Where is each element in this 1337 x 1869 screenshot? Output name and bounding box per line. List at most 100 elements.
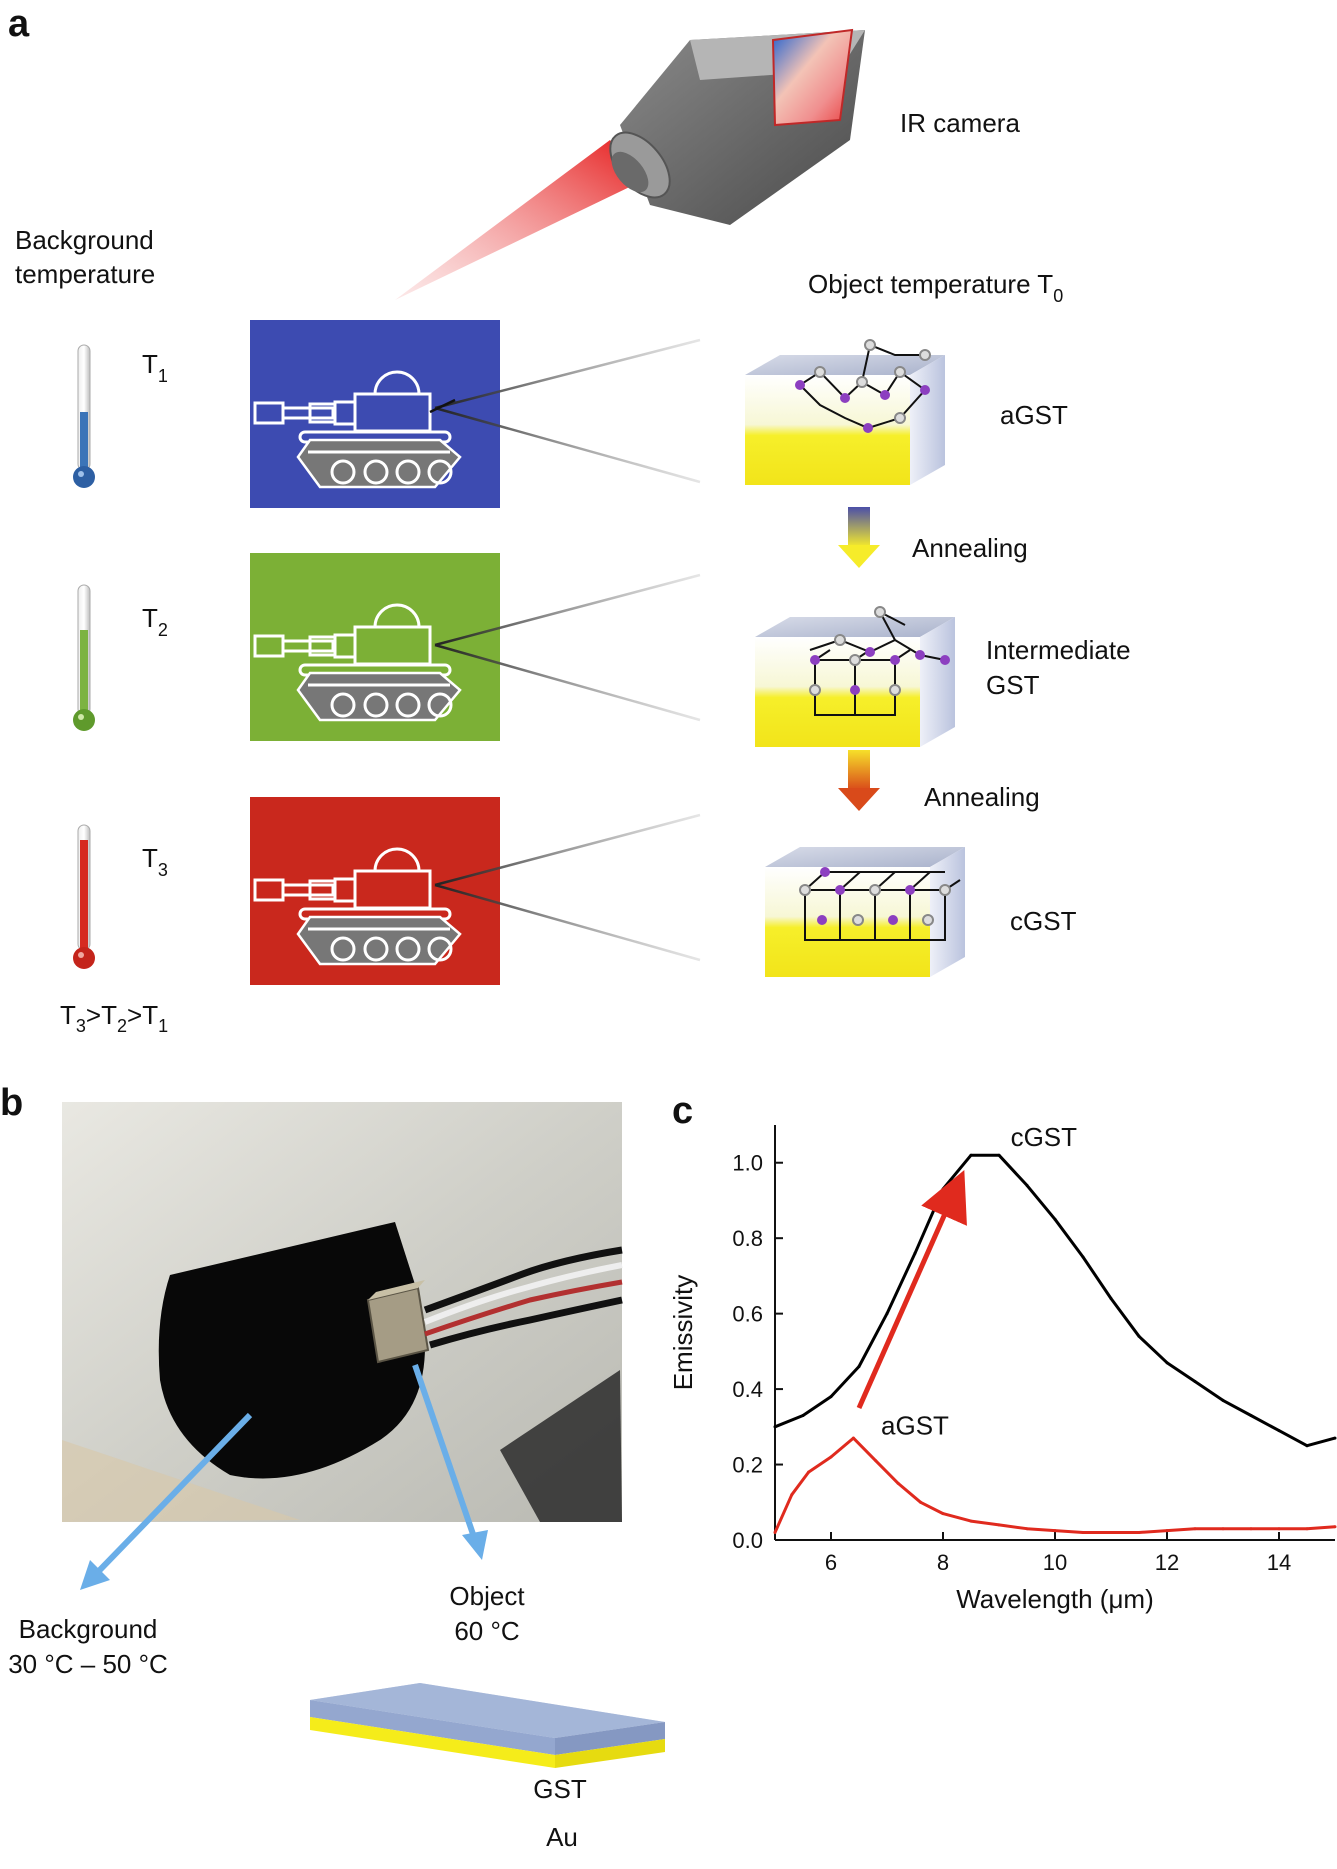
y-axis-label: Emissivity [668,1275,698,1391]
data-point-agst [1194,1527,1197,1530]
data-point-agst [1166,1529,1169,1532]
au-layer-label: Au [546,1822,578,1852]
data-point-agst [1082,1531,1085,1534]
data-point-cgst [858,1365,861,1368]
data-point-agst [1306,1527,1309,1530]
data-point-agst [1138,1531,1141,1534]
data-point-agst [1110,1531,1113,1534]
data-point-cgst [998,1154,1001,1157]
intermediate-gst-label: GST [986,670,1040,700]
thermometer-icon-t3 [73,825,95,969]
cgst-label: cGST [1010,906,1077,936]
series-line-agst [775,1438,1335,1532]
data-point-cgst [1026,1184,1029,1187]
annealing-arrow-2-shaft [848,750,870,790]
data-point-cgst [830,1395,833,1398]
background-temp-label-2: 30 °C – 50 °C [8,1649,168,1679]
x-tick-label: 10 [1043,1550,1067,1575]
panel-c-label: c [672,1090,693,1132]
thermometer-icon-t2 [73,585,95,731]
series-label-cgst: cGST [1011,1122,1078,1152]
gst-au-slab [310,1683,665,1768]
background-temp-label-1: Background [19,1614,158,1644]
y-tick-label: 0.6 [732,1302,763,1327]
annealing-label-1: Annealing [912,533,1028,563]
intermediate-label: Intermediate [986,635,1131,665]
series-label-agst: aGST [881,1410,949,1440]
data-point-agst [1278,1527,1281,1530]
data-point-cgst [1082,1256,1085,1259]
data-point-cgst [1166,1361,1169,1364]
annealing-arrow-1-shaft [848,507,870,547]
x-tick-label: 12 [1155,1550,1179,1575]
y-tick-label: 0.8 [732,1226,763,1251]
data-point-agst [874,1459,877,1462]
y-tick-label: 0.4 [732,1377,763,1402]
annealing-arrow-2-head [838,788,880,811]
gst-layer-label: GST [533,1774,587,1804]
panel-b-label: b [0,1082,23,1124]
data-point-cgst [1194,1380,1197,1383]
transition-arrow [859,1193,954,1408]
t3-label: T3 [142,843,168,880]
y-tick-label: 0.0 [732,1528,763,1553]
data-point-agst [830,1456,833,1459]
data-point-cgst [1222,1399,1225,1402]
background-temperature-label-2: temperature [15,259,155,289]
data-point-cgst [942,1188,945,1191]
data-point-cgst [1306,1444,1309,1447]
data-point-agst [774,1531,777,1534]
data-point-agst [1054,1529,1057,1532]
data-point-agst [998,1523,1001,1526]
ir-beam [395,140,640,300]
x-axis-label: Wavelength (μm) [956,1584,1154,1614]
temperature-relation-label: T3>T2>T1 [60,1000,168,1036]
data-point-cgst [1278,1429,1281,1432]
object-temperature-text: Object temperature T [808,269,1053,299]
t2-label: T2 [142,603,168,640]
t1-label: T1 [142,349,168,386]
data-point-agst [1334,1525,1337,1528]
ir-camera-icon [599,30,865,225]
annealing-arrow-1-head [838,545,880,568]
object-temp-label-2: 60 °C [454,1616,519,1646]
data-point-cgst [1110,1297,1113,1300]
data-point-agst [919,1501,922,1504]
sample-photo [62,1102,622,1522]
object-temperature-subscript: 0 [1053,286,1063,306]
data-point-cgst [802,1414,805,1417]
panel-a-label: a [8,3,30,45]
x-tick-label: 6 [825,1550,837,1575]
object-arrow-head [462,1530,488,1560]
object-temp-label-1: Object [449,1581,525,1611]
data-point-agst [1222,1527,1225,1530]
data-point-agst [942,1512,945,1515]
data-point-cgst [914,1252,917,1255]
thermometer-icon-t1 [73,345,95,488]
y-tick-label: 0.2 [732,1453,763,1478]
data-point-cgst [1138,1335,1141,1338]
data-point-agst [852,1437,855,1440]
annealing-label-2: Annealing [924,782,1040,812]
agst-label: aGST [1000,400,1068,430]
data-point-agst [897,1482,900,1485]
data-point-agst [970,1520,973,1523]
cgst-cube-icon [765,847,965,977]
data-point-cgst [1054,1218,1057,1221]
x-tick-label: 8 [937,1550,949,1575]
data-point-cgst [886,1312,889,1315]
data-point-agst [1026,1527,1029,1530]
data-point-cgst [774,1425,777,1428]
x-tick-label: 14 [1267,1550,1291,1575]
agst-cube-icon [745,355,945,485]
data-point-agst [1250,1527,1253,1530]
y-tick-label: 1.0 [732,1151,763,1176]
ir-camera-label: IR camera [900,108,1020,138]
data-point-cgst [970,1154,973,1157]
data-point-cgst [1334,1437,1337,1440]
object-temperature-label: Object temperature T0 [808,269,1063,306]
data-point-agst [807,1471,810,1474]
background-temperature-label-1: Background [15,225,154,255]
